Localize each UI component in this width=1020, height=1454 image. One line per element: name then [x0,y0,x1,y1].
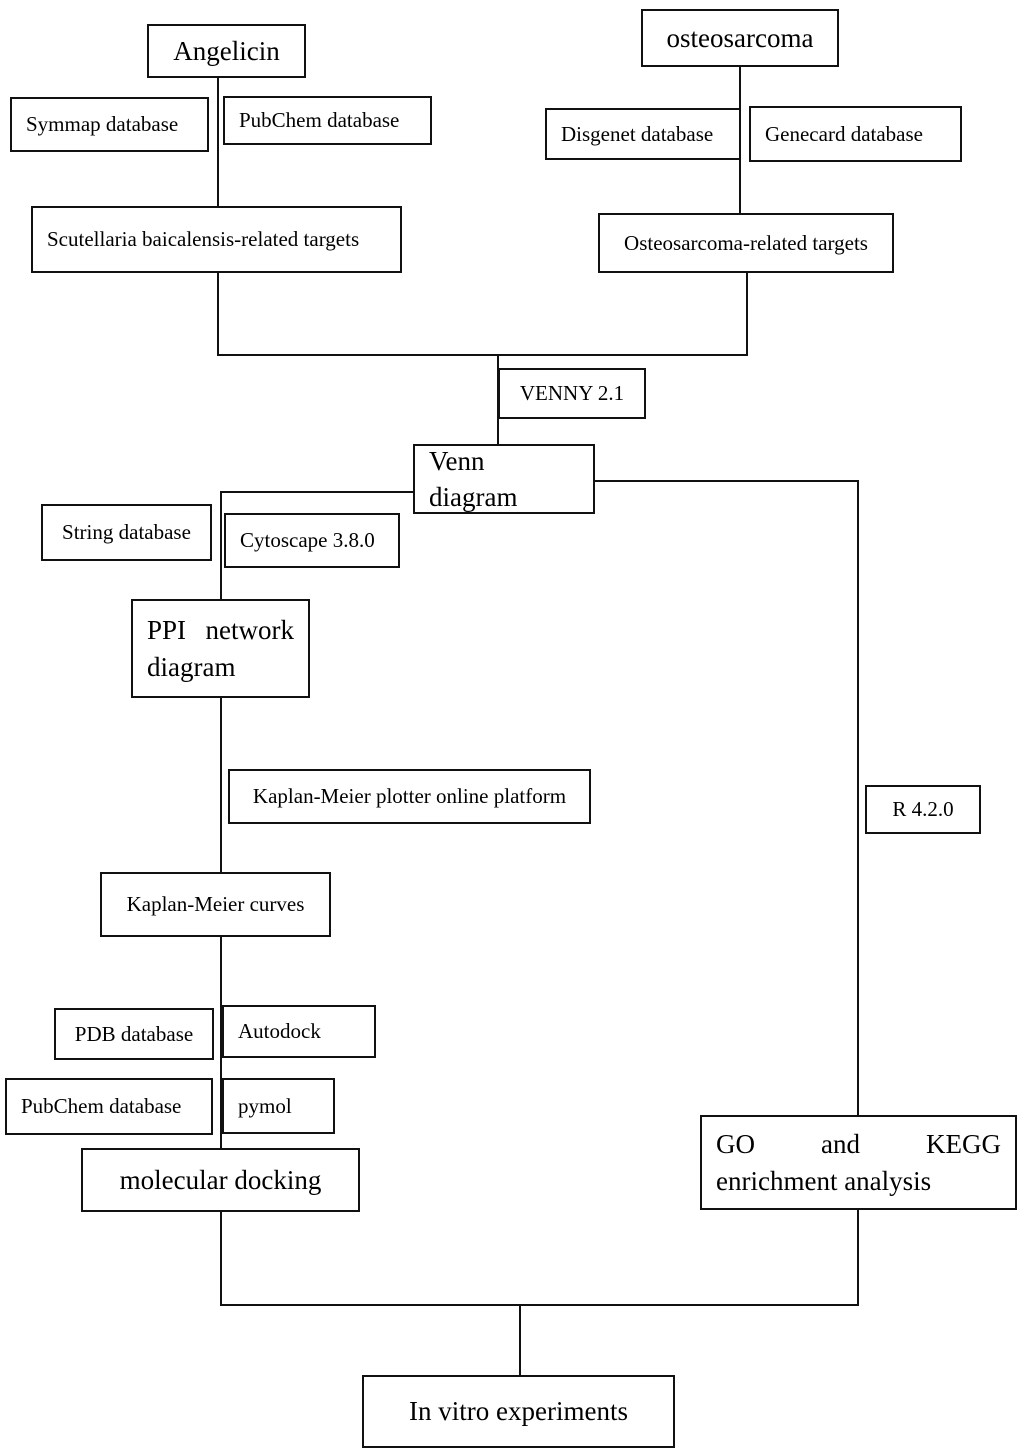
node-symmap-database-label: Symmap database [26,112,179,137]
edge-junction-to-invitro [519,1304,521,1376]
node-go-kegg-enrichment-line2: enrichment analysis [716,1165,932,1196]
edge-bottom-left-rail [220,1304,522,1306]
node-ppi-network-diagram[interactable]: PPI network diagram [131,599,310,698]
node-cytoscape[interactable]: Cytoscape 3.8.0 [224,513,400,568]
node-string-database-label: String database [62,520,191,545]
edge-docking-down [220,1210,222,1306]
node-venny-label: VENNY 2.1 [519,381,625,406]
node-genecard-database[interactable]: Genecard database [749,106,962,162]
node-autodock-label: Autodock [238,1019,321,1044]
node-in-vitro-experiments[interactable]: In vitro experiments [362,1375,675,1448]
edge-ostarget-down [746,271,748,356]
node-scutellaria-related-targets-label: Scutellaria baicalensis-related targets [47,227,360,252]
node-pymol-label: pymol [238,1093,292,1118]
node-in-vitro-experiments-label: In vitro experiments [409,1396,628,1427]
edge-ppi-to-km [220,696,222,873]
node-venny[interactable]: VENNY 2.1 [498,368,646,419]
node-pubchem-database-bottom-label: PubChem database [21,1094,182,1119]
edge-scutellaria-to-center [217,354,499,356]
node-pubchem-database-top-label: PubChem database [239,108,400,133]
edge-km-to-docking [220,936,222,1150]
node-cytoscape-label: Cytoscape 3.8.0 [240,528,375,553]
node-km-plotter-platform-label: Kaplan-Meier plotter online platform [252,784,567,809]
node-km-curves[interactable]: Kaplan-Meier curves [100,872,331,937]
node-ppi-network-diagram-line2: diagram [147,651,236,682]
edge-gokegg-down [857,1208,859,1306]
node-pubchem-database-bottom[interactable]: PubChem database [5,1078,213,1135]
node-r-version[interactable]: R 4.2.0 [865,785,981,834]
node-go-kegg-enrichment-line1: GO and KEGG [716,1129,1001,1160]
node-venn-diagram-label: Venn diagram [429,445,518,512]
edge-venn-to-ppi [220,491,222,601]
node-genecard-database-label: Genecard database [765,121,923,146]
node-pdb-database-label: PDB database [74,1021,194,1046]
edge-venn-right [593,480,859,482]
node-molecular-docking-label: molecular docking [119,1164,322,1195]
node-pubchem-database-top[interactable]: PubChem database [223,96,432,145]
node-pdb-database[interactable]: PDB database [54,1008,214,1060]
node-venn-diagram[interactable]: Venn diagram [413,444,595,514]
node-disgenet-database-label: Disgenet database [561,121,714,146]
edge-venn-left [221,491,415,493]
node-pymol[interactable]: pymol [222,1078,335,1134]
node-angelicin[interactable]: Angelicin [147,24,306,78]
edge-ostarget-to-center [497,354,748,356]
edge-scutellaria-down [217,271,219,356]
node-osteosarcoma-label: osteosarcoma [666,22,814,53]
node-molecular-docking[interactable]: molecular docking [81,1148,360,1212]
node-km-plotter-platform[interactable]: Kaplan-Meier plotter online platform [228,769,591,824]
node-ppi-network-diagram-line1: PPI network [147,615,294,646]
edge-right-rail [857,480,859,1117]
node-scutellaria-related-targets[interactable]: Scutellaria baicalensis-related targets [31,206,402,273]
edge-angelicin-to-scutellaria [217,77,219,208]
node-go-kegg-enrichment[interactable]: GO and KEGG enrichment analysis [700,1115,1017,1210]
node-disgenet-database[interactable]: Disgenet database [545,108,741,160]
node-string-database[interactable]: String database [41,504,212,561]
edge-bottom-right-rail [520,1304,859,1306]
node-osteosarcoma-related-targets[interactable]: Osteosarcoma-related targets [598,213,894,273]
node-autodock[interactable]: Autodock [222,1005,376,1058]
node-angelicin-label: Angelicin [173,35,280,66]
node-km-curves-label: Kaplan-Meier curves [126,892,305,917]
node-osteosarcoma-related-targets-label: Osteosarcoma-related targets [624,230,868,255]
node-symmap-database[interactable]: Symmap database [10,97,209,152]
node-r-version-label: R 4.2.0 [892,797,954,822]
node-osteosarcoma[interactable]: osteosarcoma [641,9,839,67]
